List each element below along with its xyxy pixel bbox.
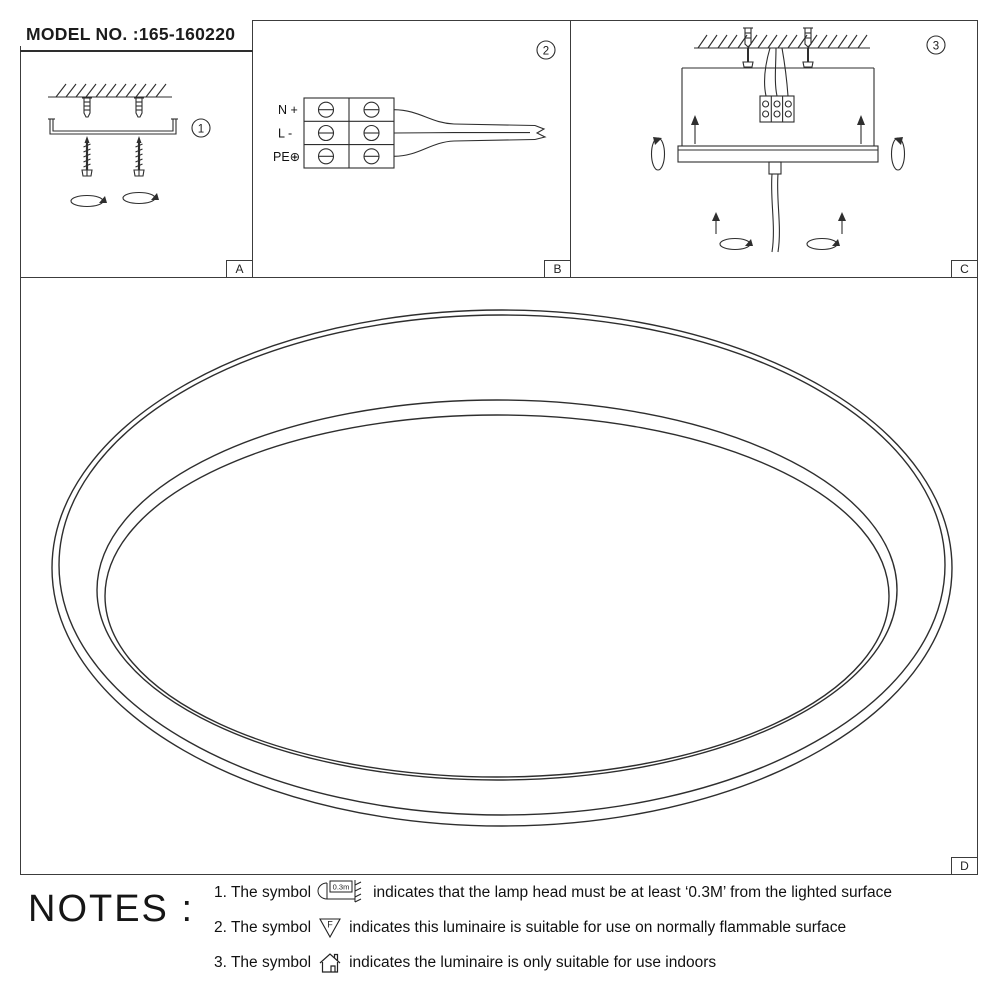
lamp-diffuser-edge: [104, 414, 890, 778]
panel-d-label: D: [951, 857, 977, 874]
note-1-prefix: 1. The symbol: [214, 884, 312, 901]
f-symbol-letter: F: [327, 920, 333, 930]
step-3-number: 3: [933, 41, 939, 53]
notes-section: NOTES : 1. The symbol 0.3m indicates tha…: [0, 878, 1000, 1000]
divider-top-row: [20, 277, 978, 278]
note-2-text: indicates this luminaire is suitable for…: [349, 919, 847, 936]
note-2-prefix: 2. The symbol: [214, 919, 312, 936]
ceiling-hatch: [48, 83, 172, 98]
panel-a-label: A: [226, 260, 252, 277]
left-border: [20, 46, 21, 875]
panel-c-installation-diagram: 3: [650, 27, 946, 253]
lamp-outer-edge: [51, 309, 953, 827]
lamp-inner-ring-edge: [96, 399, 898, 781]
panel-a-mounting-diagram: 1: [48, 83, 211, 208]
terminal-label-pe: PE⊕: [273, 150, 300, 164]
model-number-text: MODEL NO. :165-160220: [26, 24, 236, 44]
pendant-cord: [768, 161, 782, 253]
wall-anchor-left-icon: [82, 97, 92, 118]
rotation-arrow-bottom-right-icon: [806, 212, 846, 251]
bottom-border: [20, 874, 978, 875]
terminal-block: [303, 97, 395, 169]
ceiling-hatch: [694, 34, 870, 49]
min-distance-value: 0.3m: [333, 883, 350, 892]
terminal-block-small: [759, 95, 795, 123]
indoor-use-house-icon: [319, 953, 341, 973]
rotation-arrow-left-icon: [70, 194, 107, 208]
min-distance-symbol-icon: 0.3m: [317, 880, 362, 903]
panel-b-label: B: [544, 260, 570, 277]
panel-c-label: C: [951, 260, 977, 277]
step-1-number: 1: [198, 124, 204, 136]
lamp-outer-rim-line: [58, 314, 946, 816]
rotation-arrow-right-icon: [122, 191, 159, 205]
rotation-arrow-left-side-icon: [650, 137, 666, 171]
rotation-arrow-right-side-icon: [890, 137, 906, 171]
step-1-circle: [191, 118, 211, 138]
note-3-prefix: 3. The symbol: [214, 954, 312, 971]
canopy: [677, 67, 879, 163]
mounting-bracket: [48, 118, 178, 135]
note-line-2: 2. The symbol F indicates this luminaire…: [214, 915, 846, 941]
model-number: MODEL NO. :165-160220: [20, 22, 253, 52]
rotation-arrow-bottom-left-icon: [712, 212, 753, 251]
step-2-number: 2: [543, 46, 549, 58]
divider-b-c: [570, 20, 571, 278]
right-border: [977, 20, 978, 875]
flammable-surface-f-icon: F: [319, 918, 342, 939]
anchor-screw-left-icon: [742, 27, 754, 68]
note-line-1: 1. The symbol 0.3m indicates that the la…: [214, 880, 892, 906]
note-line-3: 3. The symbol indicates the luminaire is…: [214, 950, 716, 976]
panel-b-wiring-diagram: N + L - PE⊕ 2: [273, 40, 556, 169]
wall-anchor-right-icon: [134, 97, 144, 118]
push-up-arrows: [691, 115, 865, 144]
anchor-screw-right-icon: [802, 27, 814, 68]
note-3-text: indicates the luminaire is only suitable…: [349, 954, 717, 971]
terminal-label-l: L -: [278, 127, 292, 141]
screw-right-icon: [133, 136, 145, 177]
note-1-text: indicates that the lamp head must be at …: [373, 884, 893, 901]
panel-d-lamp-drawing: [51, 309, 953, 827]
step-3-circle: [926, 35, 946, 55]
supply-wires: [764, 47, 789, 97]
divider-a-b: [252, 20, 253, 278]
screw-left-icon: [81, 136, 93, 177]
step-2-circle: [536, 40, 556, 60]
terminal-label-n: N +: [278, 103, 298, 117]
top-border: [252, 20, 978, 21]
notes-title: NOTES :: [28, 888, 195, 930]
supply-cable: [393, 109, 547, 157]
